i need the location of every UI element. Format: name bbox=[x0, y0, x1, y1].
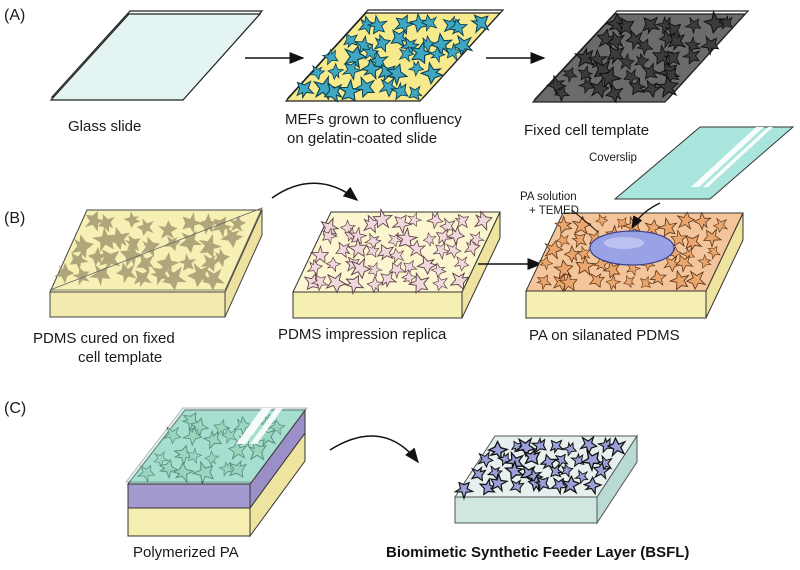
pa-on-pdms-block bbox=[525, 211, 744, 319]
pa-on-pdms-label: PA on silanated PDMS bbox=[529, 327, 680, 344]
pdms-cured-label-line1: PDMS cured on fixed bbox=[33, 330, 175, 347]
pdms-cured-label-line2: cell template bbox=[78, 349, 162, 366]
panel-a-tag: (A) bbox=[4, 7, 25, 24]
pdms-replica-block bbox=[292, 207, 501, 319]
polymerized-pa-label: Polymerized PA bbox=[133, 544, 239, 561]
coverslip-label: Coverslip bbox=[589, 152, 637, 164]
mefs-label-line2: on gelatin-coated slide bbox=[287, 130, 437, 147]
bsfl-label: Biomimetic Synthetic Feeder Layer (BSFL) bbox=[386, 544, 689, 561]
bsfl-block bbox=[452, 434, 638, 525]
glass-slide-label: Glass slide bbox=[68, 118, 141, 135]
panel-c-tag: (C) bbox=[4, 400, 26, 417]
fixed-cell-template bbox=[531, 9, 750, 104]
coverslip bbox=[613, 126, 795, 200]
pa-solution-label-line1: PA solution bbox=[520, 191, 577, 203]
pdms-cured-block bbox=[49, 207, 263, 318]
pa-solution-label-line2: + TEMED bbox=[529, 205, 579, 217]
mef-slide bbox=[284, 8, 505, 108]
pa-solution-pointer bbox=[571, 209, 599, 233]
panel-b-tag: (B) bbox=[4, 210, 25, 227]
polymerized-pa-stack bbox=[124, 407, 308, 538]
arrow-b1 bbox=[271, 182, 359, 201]
glass-slide bbox=[49, 10, 264, 101]
coverslip-arrow bbox=[631, 202, 661, 230]
pdms-replica-label: PDMS impression replica bbox=[278, 326, 447, 343]
mefs-label-line1: MEFs grown to confluency bbox=[285, 111, 462, 128]
fixed-template-label: Fixed cell template bbox=[524, 122, 649, 139]
arrow-c1 bbox=[329, 435, 419, 464]
